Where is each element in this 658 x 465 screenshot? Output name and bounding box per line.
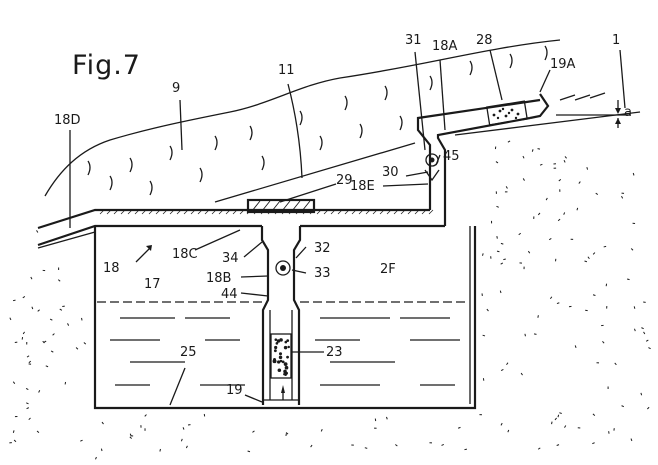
- cap-19a: [529, 93, 550, 120]
- label-18b: 18B: [206, 271, 231, 286]
- tank-wall: [93, 226, 477, 410]
- pipe-18d-top: [37, 208, 430, 230]
- label-1: 1: [612, 33, 620, 48]
- label-29: 29: [336, 173, 353, 188]
- label-33: 33: [314, 266, 331, 281]
- filter-28: [486, 100, 528, 126]
- label-31: 31: [405, 33, 422, 48]
- ground-surface-right: [454, 111, 641, 136]
- filter-23: [270, 333, 292, 379]
- pipe-hatch: [99, 209, 434, 215]
- label-17: 17: [144, 277, 161, 292]
- flow-arrow-18-head: [146, 245, 152, 251]
- label-23: 23: [326, 345, 343, 360]
- soil-stipple: [9, 140, 651, 460]
- riser-outer: [416, 98, 541, 210]
- label-11: 11: [278, 63, 295, 78]
- slope-1-hatch: [559, 92, 606, 101]
- label-18: 18: [103, 261, 120, 276]
- level-a-arrows: [615, 108, 621, 124]
- ground-surface-left: [37, 231, 96, 249]
- filter-23-fill: [272, 338, 290, 376]
- leader-lines: [69, 49, 626, 406]
- label-19: 19: [226, 383, 243, 398]
- inlet-19-arrow: [281, 385, 285, 393]
- label-19a: 19A: [550, 57, 576, 72]
- plug-29-hatch: [251, 200, 311, 212]
- valve-ball-31-core: [429, 157, 435, 163]
- label-34: 34: [222, 251, 239, 266]
- plug-29: [246, 198, 316, 214]
- label-18d: 18D: [54, 113, 81, 128]
- water-lines: [110, 317, 460, 386]
- label-45: 45: [443, 149, 460, 164]
- label-a: a: [624, 105, 632, 120]
- label-18c: 18C: [172, 247, 198, 262]
- riser-inner: [436, 116, 531, 226]
- snow-texture: [87, 45, 548, 196]
- valve-ball-33-core: [280, 265, 286, 271]
- label-44: 44: [221, 287, 238, 302]
- line-11-surface: [214, 142, 416, 203]
- label-18a: 18A: [432, 39, 458, 54]
- label-28: 28: [476, 33, 493, 48]
- label-25: 25: [180, 345, 197, 360]
- label-32: 32: [314, 241, 331, 256]
- tube-18b-right: [292, 226, 302, 405]
- label-9: 9: [172, 81, 180, 96]
- label-2f: 2F: [380, 262, 396, 277]
- label-18e: 18E: [350, 179, 375, 194]
- tube-18b-left: [260, 226, 270, 405]
- valve-ball-33: [275, 260, 291, 276]
- flow-arrow-18: [135, 247, 151, 263]
- label-30: 30: [382, 165, 399, 180]
- valve-seat-30: [424, 169, 440, 182]
- filter-28-fill: [492, 107, 520, 120]
- figure-title: Fig.7: [72, 50, 141, 81]
